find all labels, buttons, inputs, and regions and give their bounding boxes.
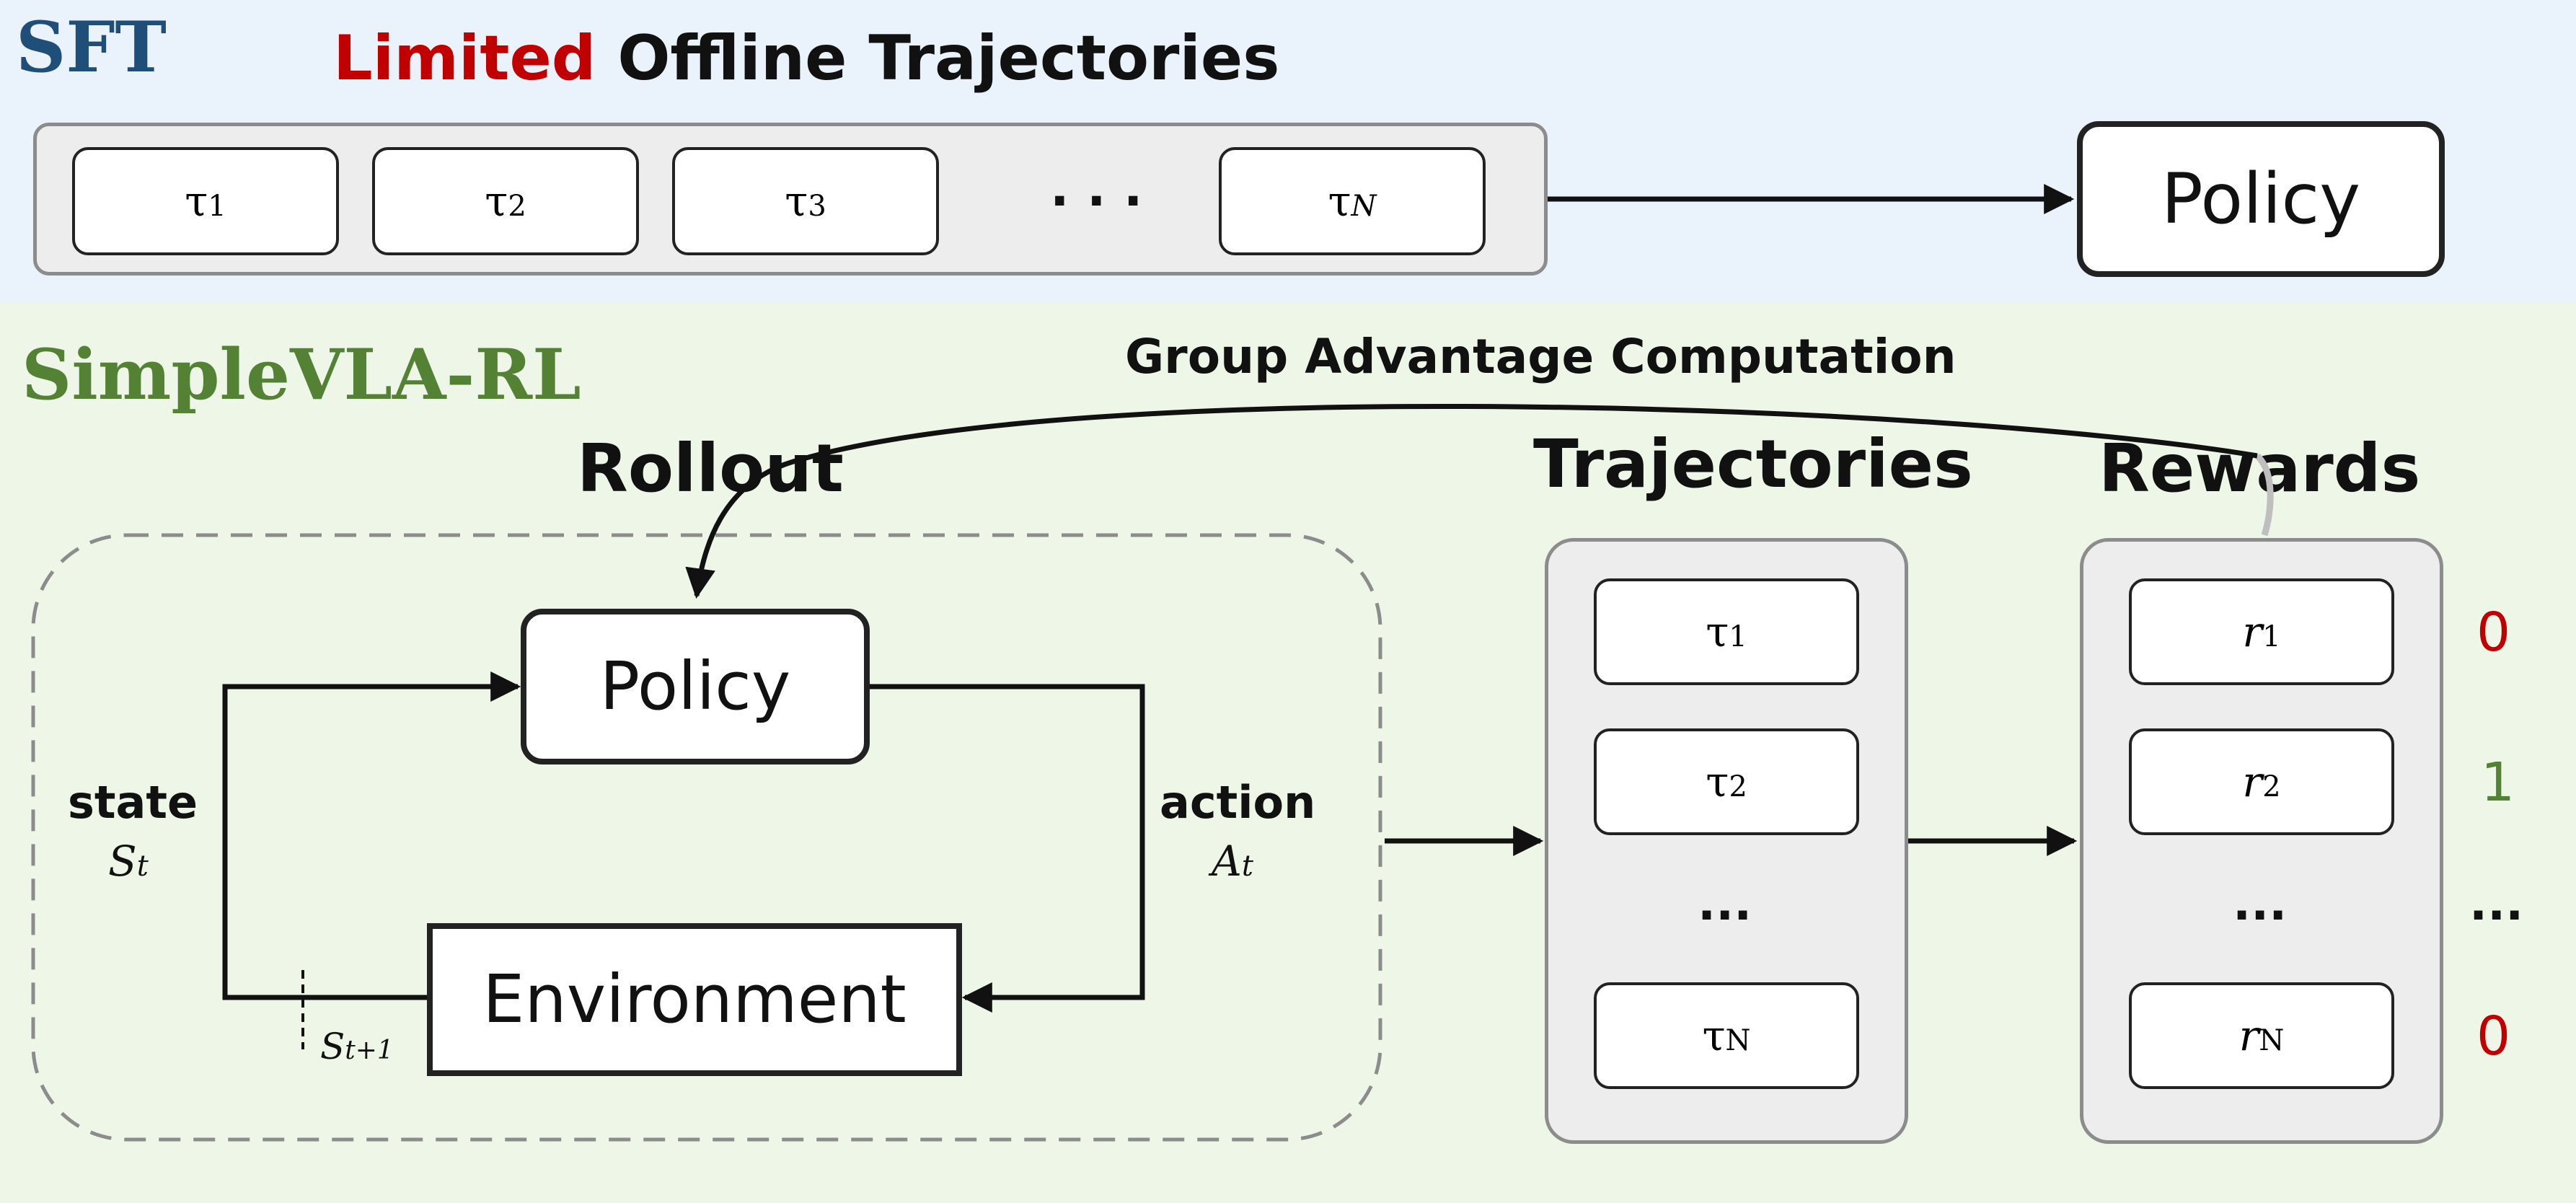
sft-heading: Limited Offline Trajectories: [333, 27, 1279, 89]
reward-ellipsis: ...: [2233, 876, 2288, 931]
rewards-heading: Rewards: [2099, 430, 2421, 507]
rollout-policy-box: Policy: [521, 609, 870, 764]
group-advantage-curve-tail: [2254, 453, 2274, 537]
rl-label: SimpleVLA-RL: [22, 334, 581, 415]
group-advantage-arrow: [685, 404, 2258, 599]
environment-box: Environment: [427, 923, 962, 1076]
reward-value: 1: [2481, 752, 2515, 814]
sft-ellipsis: · · ·: [1050, 172, 1143, 231]
action-arrow: [868, 684, 1145, 1013]
reward-value: ...: [2469, 876, 2524, 931]
rollout-heading: Rollout: [577, 430, 844, 507]
group-advantage-label: Group Advantage Computation: [1125, 329, 1957, 384]
state-arrow: [222, 671, 521, 1000]
reward-value: 0: [2476, 1005, 2511, 1067]
sft-policy-box: Policy: [2077, 121, 2445, 277]
rl-trajectory-ellipsis: ...: [1698, 876, 1752, 931]
trajectories-heading: Trajectories: [1533, 426, 1973, 503]
reward-value: 0: [2476, 602, 2511, 664]
sft-heading-rest: Offline Trajectories: [596, 22, 1280, 94]
sft-label: SFT: [16, 6, 167, 88]
sft-heading-emph: Limited: [333, 22, 596, 94]
state-label: state: [68, 776, 198, 829]
action-label: action: [1160, 776, 1316, 829]
